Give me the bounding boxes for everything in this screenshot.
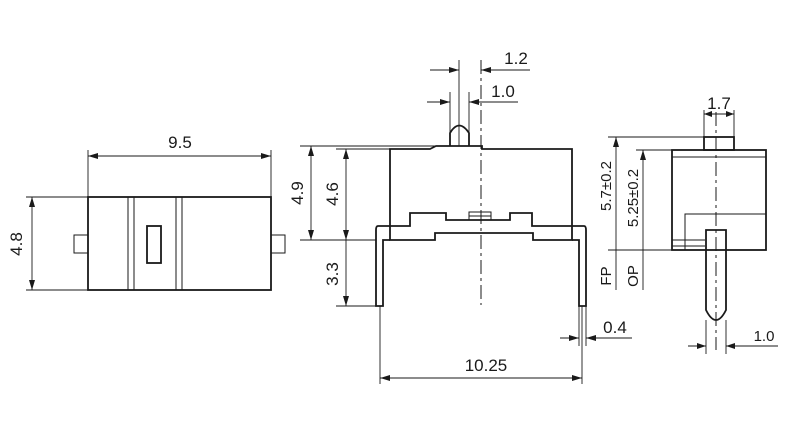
side-view-actuator	[703, 136, 735, 151]
front-view-right-lead	[572, 225, 587, 307]
top-view-body	[87, 196, 272, 291]
side-view-pin	[705, 229, 727, 321]
lead-pitch-label: 10.25	[465, 356, 508, 375]
top-view: 9.5 4.8	[7, 133, 286, 291]
actuator-width-label: 1.2	[504, 49, 528, 68]
op-tag: OP	[625, 265, 642, 287]
top-width-label: 9.5	[168, 133, 192, 152]
front-view-left-lead	[375, 225, 390, 307]
front-view-actuator	[449, 124, 470, 146]
fp-label: 5.7±0.2	[598, 161, 615, 211]
top-height-label: 4.8	[7, 232, 26, 256]
body-height-label: 4.6	[323, 182, 342, 206]
lead-length-label: 3.3	[323, 262, 342, 286]
lead-thickness-label: 0.4	[603, 318, 627, 337]
overall-height-label: 4.9	[288, 181, 307, 205]
side-view: 1.7 5.7±0.2 FP 5.25±0.2 OP 1.0	[598, 94, 778, 354]
op-label: 5.25±0.2	[625, 169, 642, 227]
front-view-body	[389, 145, 573, 227]
fp-tag: FP	[598, 266, 615, 285]
front-view-base	[389, 226, 573, 241]
side-width-label: 1.7	[707, 94, 731, 113]
top-view-left-terminal	[73, 234, 89, 254]
side-view-body	[671, 149, 767, 251]
pin-width-label: 1.0	[754, 328, 775, 345]
top-view-actuator	[146, 225, 162, 264]
actuator-inner-label: 1.0	[491, 82, 515, 101]
top-view-right-terminal	[270, 234, 286, 254]
front-view: 1.2 1.0 4.9 4.6 3.3 0.4	[288, 49, 632, 384]
